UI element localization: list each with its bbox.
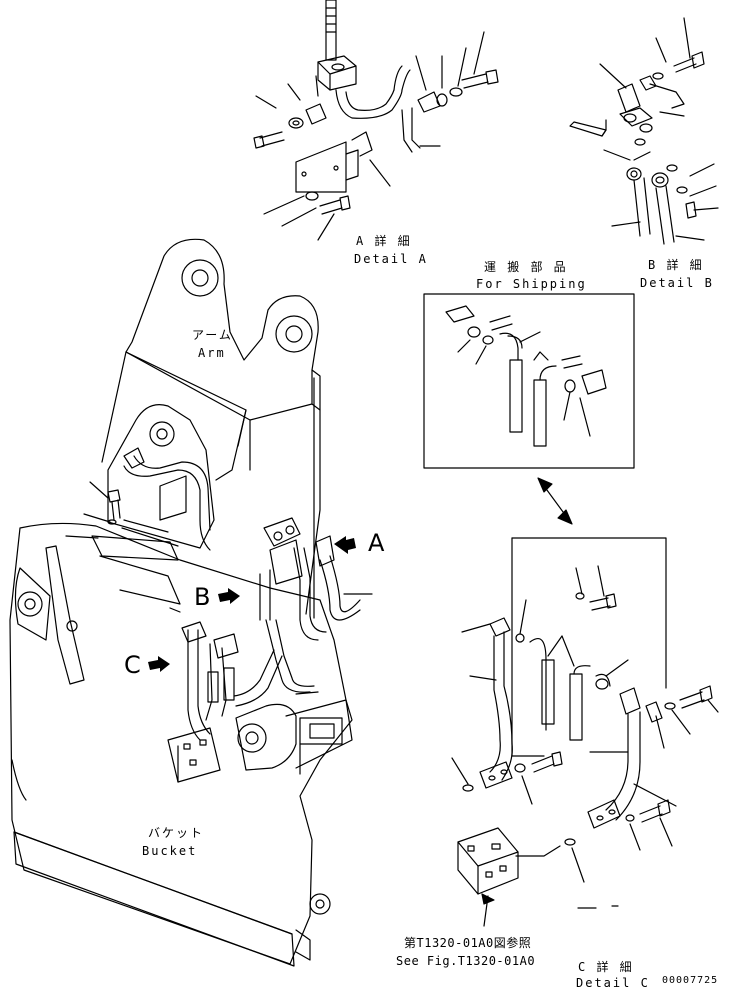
shipping-parts-box [424, 294, 634, 468]
detail-b-label-en: Detail B [640, 276, 714, 290]
arrow-c-icon [148, 656, 170, 672]
callout-a-letter: A [368, 529, 385, 557]
detail-b-label-jp: B 詳 細 [648, 258, 704, 272]
shipping-label-jp: 運 搬 部 品 [484, 260, 568, 274]
arm-label-en: Arm [198, 346, 226, 360]
callout-arrows [148, 536, 356, 672]
arrow-a-icon [334, 536, 356, 554]
arm-structure [102, 239, 320, 618]
callout-c-letter: C [124, 651, 141, 679]
drawing-number: 00007725 [662, 975, 719, 986]
arm-label-jp: アーム [192, 328, 233, 342]
arrow-b-icon [218, 588, 240, 604]
reference-label-jp: 第T1320-01A0図参照 [404, 936, 532, 950]
hose-routing [66, 448, 372, 782]
shipping-label-en: For Shipping [476, 277, 587, 291]
bucket-structure [10, 523, 352, 966]
detail-c-assembly [452, 538, 718, 926]
callout-b-letter: B [194, 583, 211, 611]
detail-a-label-jp: A 詳 細 [356, 234, 412, 248]
double-arrow-icon [538, 478, 572, 524]
detail-b-assembly [570, 18, 718, 244]
detail-a-assembly [254, 0, 498, 240]
detail-c-label-en: Detail C [576, 976, 650, 990]
detail-c-label-jp: C 詳 細 [578, 960, 634, 974]
bucket-label-jp: バケット [148, 826, 205, 840]
detail-a-label-en: Detail A [354, 252, 428, 266]
bucket-label-en: Bucket [142, 844, 198, 858]
reference-label-en: See Fig.T1320-01A0 [396, 954, 536, 968]
